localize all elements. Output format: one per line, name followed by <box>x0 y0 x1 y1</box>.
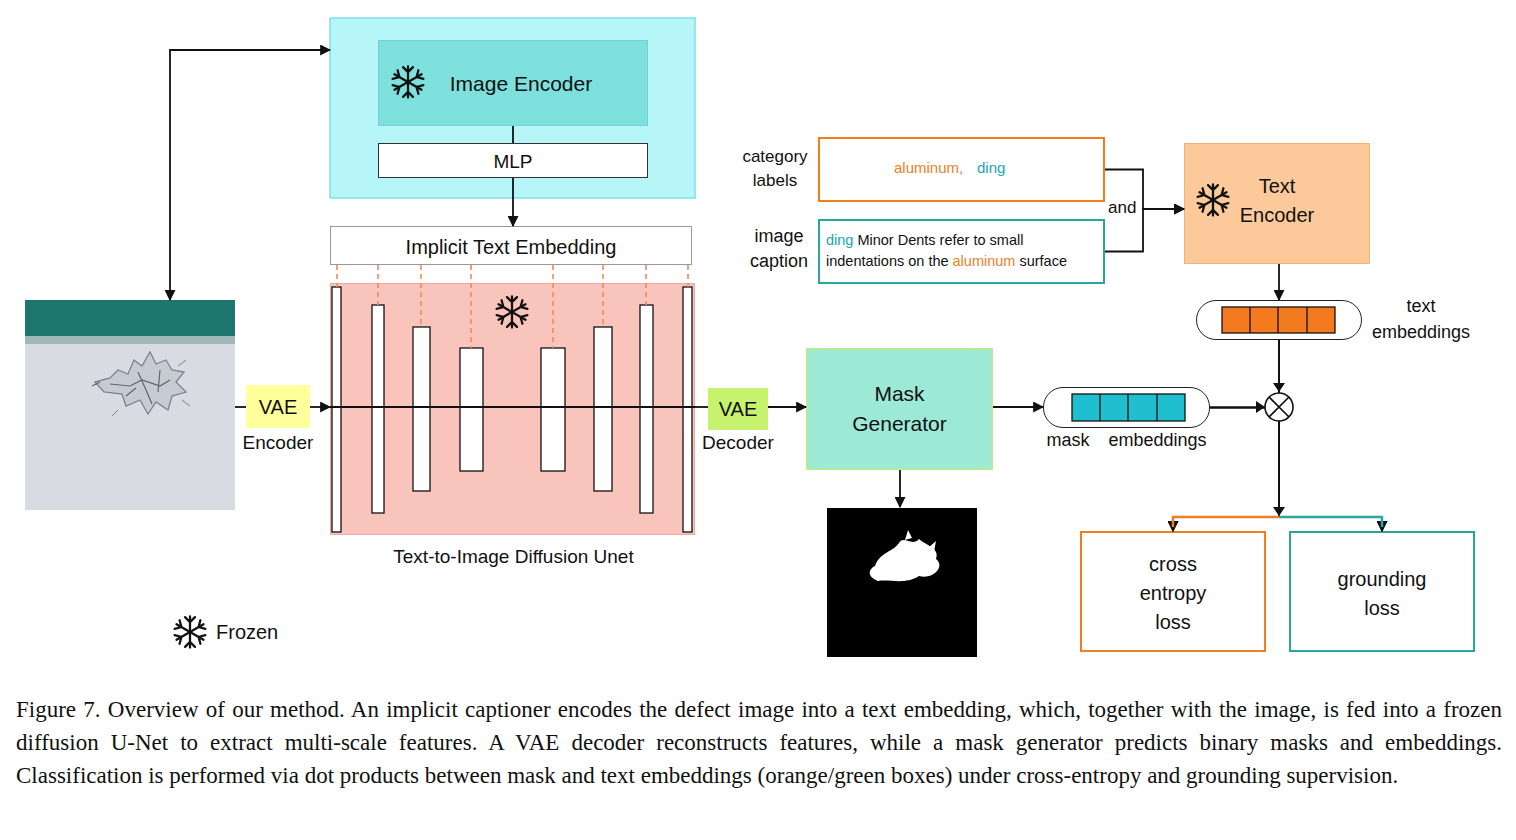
node-text: VAE <box>708 397 768 421</box>
encoder-box: Image Encoder <box>378 40 648 126</box>
embedding-pill: text embeddings <box>1196 300 1362 340</box>
connector-arrow <box>1279 340 1382 531</box>
node-text: surface <box>1019 253 1067 269</box>
defect-photo <box>25 300 235 510</box>
figure-caption: Figure 7. Overview of our method. An imp… <box>16 693 1502 792</box>
node-text: aluminum, <box>894 159 963 177</box>
connector-arrow <box>470 265 472 283</box>
node-text: ding <box>977 159 1005 177</box>
node-text: cross entropy loss <box>1120 550 1226 637</box>
loss-box: cross entropy loss <box>1080 531 1266 652</box>
dot-product-symbol <box>1265 393 1293 421</box>
encoder-group <box>330 18 695 198</box>
connector-arrow <box>768 406 806 408</box>
arrow-head <box>1273 507 1285 516</box>
node-text: image caption <box>744 224 814 274</box>
node-text: text embeddings <box>1363 293 1479 345</box>
node-text: VAE <box>246 395 310 419</box>
input-box: category labelsaluminum,ding <box>818 137 1105 202</box>
node-text: mask embeddings <box>1038 430 1215 452</box>
node-text: MLP <box>379 151 647 174</box>
connector-arrow <box>512 178 514 226</box>
legend-swatch <box>172 614 208 650</box>
generator-box: Mask Generator <box>806 348 993 470</box>
mask-output <box>827 508 977 657</box>
vae-box: VAEEncoder <box>246 385 310 428</box>
loss-bracket <box>1279 517 1382 527</box>
loss-bracket <box>1173 517 1279 527</box>
mlp-box: MLP <box>378 143 648 178</box>
node-text: ding <box>826 232 853 248</box>
loss-box: grounding loss <box>1289 531 1475 652</box>
mask-wire <box>899 470 901 507</box>
arrow-head <box>1273 383 1285 392</box>
connector-arrow <box>310 406 330 408</box>
node-text: Implicit Text Embedding <box>331 235 691 259</box>
encoder-box: Text Encoder <box>1184 143 1370 264</box>
node-text: Decoder <box>690 432 786 455</box>
input-wire <box>235 406 246 408</box>
unet-block: Text-to-Image Diffusion Unet <box>330 283 695 535</box>
node-text: grounding loss <box>1329 565 1435 623</box>
input-box: image captiondingMinor Dents refer to sm… <box>818 219 1105 284</box>
vae-box: VAEDecoder <box>708 388 768 430</box>
junction-label: and <box>1108 198 1136 218</box>
connector-arrow <box>695 406 708 408</box>
embedding-pill: mask embeddings <box>1043 387 1210 428</box>
connector-arrow <box>993 406 1043 408</box>
connector-arrow <box>1210 408 1382 532</box>
node-text: aluminum <box>953 253 1016 269</box>
legend-item: Frozen <box>172 614 278 650</box>
legend-text: Frozen <box>216 621 278 644</box>
node-text: Mask Generator <box>841 379 958 439</box>
node-text: Text Encoder <box>1227 172 1327 230</box>
embedding-box: Implicit Text Embedding <box>330 226 692 265</box>
connector-arrow <box>512 126 514 143</box>
node-text: Image Encoder <box>441 71 601 96</box>
node-text: Text-to-Image Diffusion Unet <box>321 546 706 569</box>
node-text: Encoder <box>226 432 330 455</box>
text-flow: dingMinor Dents refer to small indentati… <box>826 230 1100 272</box>
input-wire <box>170 50 330 300</box>
arrow-head <box>1256 401 1265 413</box>
connector-arrow <box>1278 264 1280 300</box>
node-text: category labels <box>736 145 814 193</box>
